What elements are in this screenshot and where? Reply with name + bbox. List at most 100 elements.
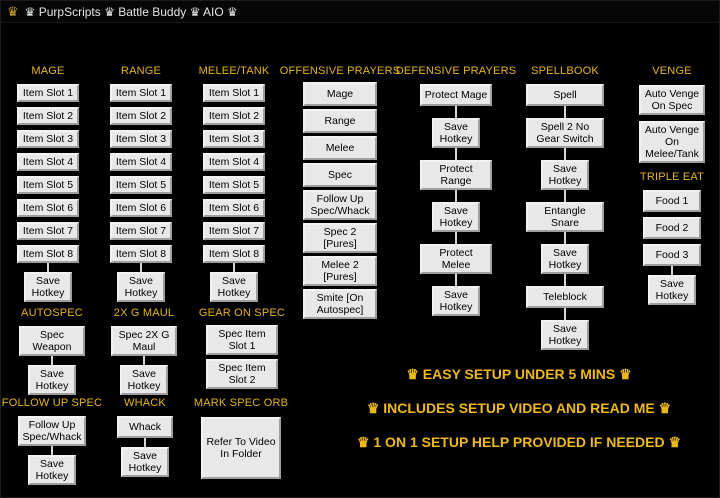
melee-item-slot-1[interactable]: Item Slot 1 [203,84,265,102]
melee-save-hotkey-button[interactable]: Save Hotkey [210,272,258,302]
mage-item-slot-3[interactable]: Item Slot 3 [17,130,79,148]
crown-icon: ♛ [7,4,19,19]
auto-venge-on-melee-tank-button[interactable]: Auto Venge On Melee/Tank [639,121,705,163]
mage-header: MAGE [31,65,65,77]
gear-on-spec-header: GEAR ON SPEC [198,307,286,319]
spec-item-slot-1-button[interactable]: Spec Item Slot 1 [206,325,278,355]
food-3-button[interactable]: Food 3 [643,244,701,266]
connector-line [233,263,235,272]
autospec-save-hotkey-button[interactable]: Save Hotkey [28,365,76,395]
connector-line [455,274,457,286]
offensive-smite-on-autospec-button[interactable]: Smite [On Autospec] [303,289,377,319]
refer-to-video-note[interactable]: Refer To Video In Folder [201,417,281,479]
follow-up-save-hotkey-button[interactable]: Save Hotkey [28,455,76,485]
defensive-prayers-panel: DEFENSIVE PRAYERS Protect Mage Save Hotk… [396,65,516,316]
spellbook-header: SPELLBOOK [531,65,599,77]
connector-line [140,263,142,272]
mage-item-slot-6[interactable]: Item Slot 6 [17,199,79,217]
melee-item-slot-5[interactable]: Item Slot 5 [203,176,265,194]
promo-line-2: ♛ INCLUDES SETUP VIDEO AND READ ME ♛ [366,400,672,416]
mage-item-slot-1[interactable]: Item Slot 1 [17,84,79,102]
promo-text-block: ♛ EASY SETUP UNDER 5 MINS ♛ ♛ INCLUDES S… [331,357,707,459]
mage-item-slot-5[interactable]: Item Slot 5 [17,176,79,194]
gear-on-spec-panel: GEAR ON SPEC Spec Item Slot 1 Spec Item … [195,307,289,389]
range-item-slot-8[interactable]: Item Slot 8 [110,245,172,263]
mage-item-slot-2[interactable]: Item Slot 2 [17,107,79,125]
range-item-slot-3[interactable]: Item Slot 3 [110,130,172,148]
whack-save-hotkey-button[interactable]: Save Hotkey [121,447,169,477]
mage-save-hotkey-button[interactable]: Save Hotkey [24,272,72,302]
range-item-slot-7[interactable]: Item Slot 7 [110,222,172,240]
connector-line [564,148,566,160]
melee-item-slot-3[interactable]: Item Slot 3 [203,130,265,148]
spec-2x-gmaul-button[interactable]: Spec 2X G Maul [111,326,177,356]
melee-item-slot-7[interactable]: Item Slot 7 [203,222,265,240]
food-2-button[interactable]: Food 2 [643,217,701,239]
whack-button[interactable]: Whack [117,416,173,438]
whack-header: WHACK [124,397,166,409]
connector-line [564,232,566,244]
protect-mage-button[interactable]: Protect Mage [420,84,492,106]
connector-line [455,148,457,160]
range-save-hotkey-button[interactable]: Save Hotkey [117,272,165,302]
protect-range-save-hotkey-button[interactable]: Save Hotkey [432,202,480,232]
title-bar: ♛ ♛ PurpScripts ♛ Battle Buddy ♛ AIO ♛ [1,1,719,23]
venge-panel: VENGE Auto Venge On Spec Auto Venge On M… [631,65,713,163]
connector-line [144,438,146,447]
connector-line [143,356,145,365]
offensive-melee-2-pures-button[interactable]: Melee 2 [Pures] [303,256,377,286]
teleblock-save-hotkey-button[interactable]: Save Hotkey [541,320,589,350]
gmaul-save-hotkey-button[interactable]: Save Hotkey [120,365,168,395]
connector-line [47,263,49,272]
food-1-button[interactable]: Food 1 [643,190,701,212]
range-header: RANGE [120,65,162,77]
autospec-header: AUTOSPEC [21,307,83,319]
connector-line [564,190,566,202]
mage-item-slot-4[interactable]: Item Slot 4 [17,153,79,171]
range-item-slot-1[interactable]: Item Slot 1 [110,84,172,102]
offensive-spec-2-pures-button[interactable]: Spec 2 [Pures] [303,223,377,253]
mage-item-slot-8[interactable]: Item Slot 8 [17,245,79,263]
range-item-slot-6[interactable]: Item Slot 6 [110,199,172,217]
protect-range-button[interactable]: Protect Range [420,160,492,190]
mark-spec-orb-header: MARK SPEC ORB [193,397,289,409]
offensive-spec-button[interactable]: Spec [303,163,377,187]
promo-line-3: ♛ 1 ON 1 SETUP HELP PROVIDED IF NEEDED ♛ [356,434,682,450]
connector-line [455,106,457,118]
whack-panel: WHACK Whack Save Hotkey [109,397,181,477]
gmaul-header: 2X G MAUL [113,307,175,319]
offensive-melee-button[interactable]: Melee [303,136,377,160]
teleblock-button[interactable]: Teleblock [526,286,604,308]
entangle-snare-button[interactable]: Entangle Snare [526,202,604,232]
protect-mage-save-hotkey-button[interactable]: Save Hotkey [432,118,480,148]
triple-eat-panel: TRIPLE EAT Food 1 Food 2 Food 3 Save Hot… [631,171,713,305]
spell-2-no-gear-switch-button[interactable]: Spell 2 No Gear Switch [526,118,604,148]
auto-venge-on-spec-button[interactable]: Auto Venge On Spec [639,85,705,115]
offensive-mage-button[interactable]: Mage [303,82,377,106]
follow-up-spec-header: FOLLOW UP SPEC [1,397,103,409]
window-title: ♛ PurpScripts ♛ Battle Buddy ♛ AIO ♛ [24,4,238,19]
triple-eat-save-hotkey-button[interactable]: Save Hotkey [648,275,696,305]
autospec-panel: AUTOSPEC Spec Weapon Save Hotkey [9,307,95,395]
protect-melee-save-hotkey-button[interactable]: Save Hotkey [432,286,480,316]
range-panel: RANGE Item Slot 1 Item Slot 2 Item Slot … [106,65,176,302]
melee-item-slot-8[interactable]: Item Slot 8 [203,245,265,263]
offensive-follow-up-spec-whack-button[interactable]: Follow Up Spec/Whack [303,190,377,220]
venge-header: VENGE [652,65,692,77]
spec-item-slot-2-button[interactable]: Spec Item Slot 2 [206,359,278,389]
mage-item-slot-7[interactable]: Item Slot 7 [17,222,79,240]
range-item-slot-2[interactable]: Item Slot 2 [110,107,172,125]
spell-save-hotkey-button[interactable]: Save Hotkey [541,160,589,190]
entangle-save-hotkey-button[interactable]: Save Hotkey [541,244,589,274]
spec-weapon-button[interactable]: Spec Weapon [19,326,85,356]
protect-melee-button[interactable]: Protect Melee [420,244,492,274]
follow-up-spec-whack-button[interactable]: Follow Up Spec/Whack [18,416,86,446]
range-item-slot-4[interactable]: Item Slot 4 [110,153,172,171]
spell-button[interactable]: Spell [526,84,604,106]
melee-item-slot-2[interactable]: Item Slot 2 [203,107,265,125]
melee-item-slot-4[interactable]: Item Slot 4 [203,153,265,171]
range-item-slot-5[interactable]: Item Slot 5 [110,176,172,194]
offensive-range-button[interactable]: Range [303,109,377,133]
melee-item-slot-6[interactable]: Item Slot 6 [203,199,265,217]
offensive-prayers-header: OFFENSIVE PRAYERS [279,65,401,77]
